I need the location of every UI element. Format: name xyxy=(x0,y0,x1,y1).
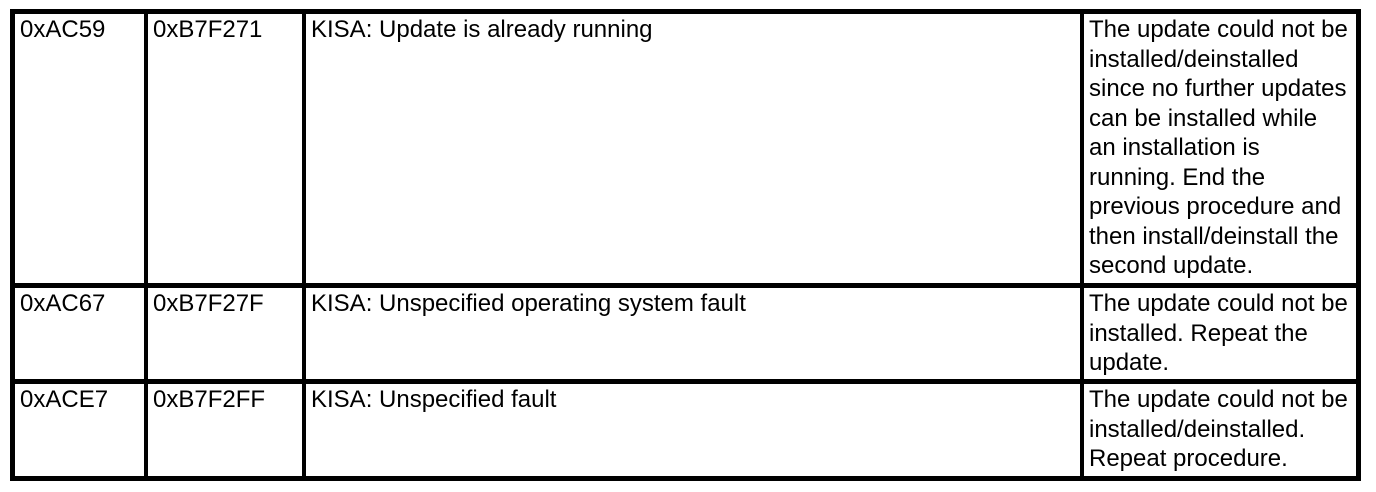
table-row: 0xACE7 0xB7F2FF KISA: Unspecified fault … xyxy=(10,379,1361,481)
cell-remedy: The update could not be installed/deinst… xyxy=(1080,379,1361,481)
cell-detail-code: 0xB7F27F xyxy=(144,283,306,384)
cell-message: KISA: Unspecified operating system fault xyxy=(302,283,1084,384)
cell-message: KISA: Unspecified fault xyxy=(302,379,1084,481)
cell-message: KISA: Update is already running xyxy=(302,9,1084,288)
cell-error-code: 0xAC59 xyxy=(10,9,148,288)
cell-error-code: 0xACE7 xyxy=(10,379,148,481)
table-row: 0xAC59 0xB7F271 KISA: Update is already … xyxy=(10,9,1361,288)
table-row: 0xAC67 0xB7F27F KISA: Unspecified operat… xyxy=(10,283,1361,384)
cell-remedy: The update could not be installed. Repea… xyxy=(1080,283,1361,384)
cell-detail-code: 0xB7F2FF xyxy=(144,379,306,481)
cell-remedy: The update could not be installed/deinst… xyxy=(1080,9,1361,288)
cell-detail-code: 0xB7F271 xyxy=(144,9,306,288)
error-code-table: 0xAC59 0xB7F271 KISA: Update is already … xyxy=(10,9,1361,481)
cell-error-code: 0xAC67 xyxy=(10,283,148,384)
